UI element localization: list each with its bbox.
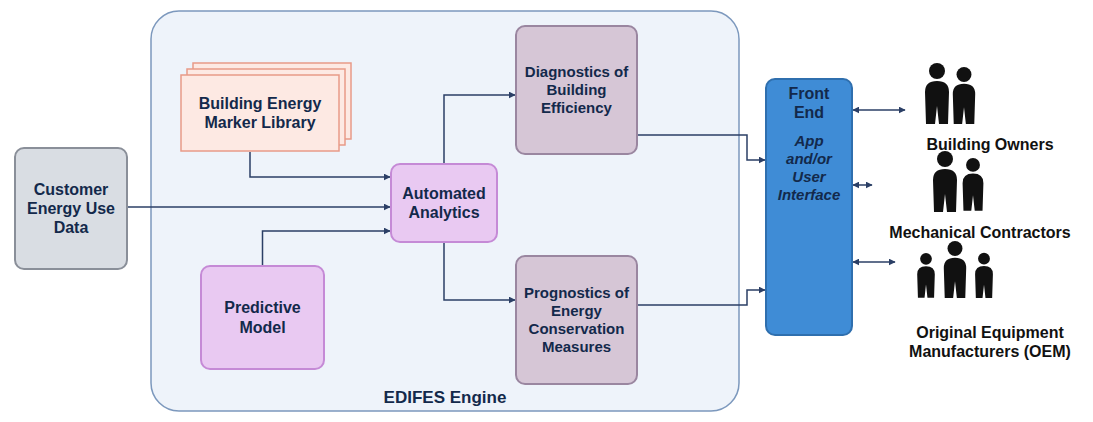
people-icons (917, 63, 993, 298)
arrow-connector (853, 109, 905, 111)
node-text: EDIFES Engine (150, 388, 740, 408)
node-text: Customer Energy Use Data (21, 180, 121, 238)
arrow-connector (638, 135, 765, 160)
node-text: Diagnostics of Building Efficiency (522, 63, 631, 117)
engine-region-outline (151, 11, 739, 411)
oem-icon (917, 253, 935, 298)
input-box: Customer Energy Use Data (14, 147, 128, 270)
oem-icon (944, 241, 966, 298)
arrow-connector (444, 95, 515, 163)
node-text: Front End (772, 84, 846, 122)
arrow-connector (444, 243, 515, 300)
analytics-box: Automated Analytics (390, 163, 498, 243)
front-end-box: Front EndApp and/or User Interface (765, 78, 853, 336)
library-stack: Building Energy Marker Library (180, 74, 340, 152)
node-text: Building Owners (926, 135, 1053, 154)
node-text: Mechanical Contractors (889, 223, 1070, 242)
owner-icon (925, 63, 949, 124)
model-box: Predictive Model (200, 265, 325, 370)
node-text: Original Equipment Manufacturers (OEM) (900, 323, 1080, 361)
node-text: Prognostics of Energy Conservation Measu… (522, 284, 631, 356)
contractor-icon (963, 158, 984, 211)
arrow-connector (638, 290, 765, 305)
engine-region: EDIFES Engine Building Energy Marker Libr… (150, 10, 740, 412)
user-group: Mechanical Contractors (872, 150, 1088, 246)
arrow-connector (853, 261, 895, 263)
engine-region-fill (151, 11, 739, 411)
arrow-connector (250, 152, 390, 177)
node-text: Building Energy Marker Library (185, 94, 335, 132)
prognostics-box: Prognostics of Energy Conservation Measu… (515, 255, 638, 385)
owner-icon (953, 67, 975, 124)
node-text: App and/or User Interface (772, 132, 846, 204)
sheet (181, 75, 339, 151)
node-text: Automated Analytics (397, 184, 491, 222)
diagnostics-box: Diagnostics of Building Efficiency (515, 25, 638, 155)
contractor-icon (933, 151, 957, 212)
user-group: Building Owners (905, 58, 1075, 158)
arrow-connector (853, 184, 872, 186)
arrow-connector (263, 231, 391, 265)
arrow-connector (128, 206, 390, 208)
stacked-sheets (180, 74, 340, 152)
user-group: Original Equipment Manufacturers (OEM) (895, 235, 1085, 365)
node-text: Predictive Model (207, 298, 318, 336)
oem-icon (975, 253, 993, 298)
